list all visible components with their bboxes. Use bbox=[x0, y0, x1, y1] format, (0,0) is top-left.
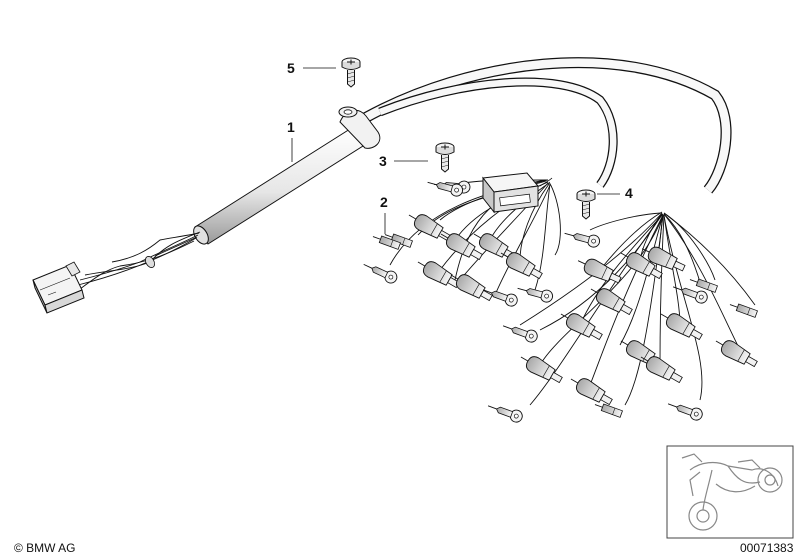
callout-1: 1 bbox=[287, 119, 295, 162]
copyright-text: © BMW AG bbox=[14, 541, 76, 555]
motorcycle-thumbnail bbox=[666, 445, 794, 539]
svg-text:4: 4 bbox=[625, 185, 633, 201]
right-terminals bbox=[485, 227, 761, 425]
callout-3: 3 bbox=[379, 153, 428, 169]
svg-text:3: 3 bbox=[379, 153, 387, 169]
harness-arch bbox=[362, 57, 732, 194]
svg-text:1: 1 bbox=[287, 119, 295, 135]
callout-4: 4 bbox=[597, 185, 633, 201]
tail-wires bbox=[77, 231, 201, 290]
svg-text:5: 5 bbox=[287, 60, 295, 76]
motorcycle-icon bbox=[681, 453, 783, 531]
callout-2: 2 bbox=[380, 194, 388, 234]
center-connector-block bbox=[482, 172, 553, 214]
harness-plug-connector bbox=[32, 261, 85, 314]
callout-5: 5 bbox=[287, 60, 336, 76]
screw-part-5 bbox=[341, 57, 361, 88]
part-number-text: 00071383 bbox=[740, 541, 794, 555]
main-harness-tube bbox=[193, 106, 381, 245]
screw-part-3 bbox=[435, 142, 455, 173]
svg-text:2: 2 bbox=[380, 194, 388, 210]
screw-part-4 bbox=[576, 189, 596, 220]
